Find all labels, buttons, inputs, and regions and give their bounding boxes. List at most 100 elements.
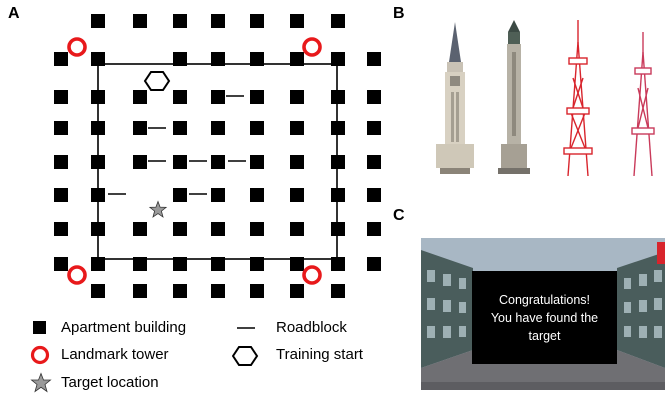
apartment-building [54, 222, 68, 236]
stone-clock-tower-image [436, 22, 474, 174]
congratulations-message: Congratulations! You have found the targ… [472, 271, 617, 364]
apartment-building [290, 284, 304, 298]
apartment-building [133, 284, 147, 298]
apartment-building [290, 257, 304, 271]
apartment-building [211, 52, 225, 66]
apartment-building [54, 52, 68, 66]
apartment-building [331, 257, 345, 271]
roadblock-legend-label: Roadblock [276, 319, 347, 336]
apartment-building [54, 121, 68, 135]
apartment-building [211, 284, 225, 298]
apartment-building [91, 222, 105, 236]
apartment-building [211, 155, 225, 169]
star-icon [30, 372, 52, 393]
apartment-building [290, 52, 304, 66]
apartment-building [367, 121, 381, 135]
apartment-building [54, 90, 68, 104]
pink-lattice-tower-image [631, 32, 655, 177]
apartment-building [250, 188, 264, 202]
apartment-building [211, 14, 225, 28]
apartment-building [367, 188, 381, 202]
apartment-building [54, 257, 68, 271]
apartment-building [250, 52, 264, 66]
landmark-ring-icon [30, 345, 50, 365]
apartment-building [250, 90, 264, 104]
apartment-building [173, 90, 187, 104]
apartment-building [173, 121, 187, 135]
message-line-1: Congratulations! [498, 292, 591, 307]
apartment-building [331, 222, 345, 236]
apartment-building [173, 188, 187, 202]
landmark-tower [302, 265, 322, 285]
apartment-building [250, 257, 264, 271]
apartment-building [133, 222, 147, 236]
apartment-building [250, 222, 264, 236]
message-line-2: You have found the [490, 310, 599, 325]
roadblock-legend-icon [237, 327, 255, 329]
apartment-building [54, 155, 68, 169]
city-map [54, 14, 381, 298]
apartment-building [173, 14, 187, 28]
hexagon-icon [232, 346, 259, 366]
apartment-building [331, 121, 345, 135]
apartment-building [211, 257, 225, 271]
red-lattice-tower-image [563, 20, 593, 177]
apartment-building [173, 222, 187, 236]
apartment-building [91, 188, 105, 202]
apartment-building [133, 90, 147, 104]
apartment-legend-icon [33, 321, 46, 334]
landmark-tower [302, 37, 322, 57]
apartment-building [211, 222, 225, 236]
apartment-building [173, 52, 187, 66]
game-scene: Congratulations! You have found the targ… [421, 238, 665, 390]
apartment-building [367, 222, 381, 236]
apartment-building [91, 284, 105, 298]
apartment-building [173, 257, 187, 271]
apartment-building [290, 188, 304, 202]
landmark-legend-label: Landmark tower [61, 346, 169, 363]
panel-label-b: B [393, 5, 405, 22]
apartment-building [250, 155, 264, 169]
apartment-building [173, 155, 187, 169]
apartment-building [367, 90, 381, 104]
landmark-tower [67, 265, 87, 285]
apartment-building [367, 257, 381, 271]
apartment-building [331, 52, 345, 66]
panel-label-a: A [8, 5, 20, 22]
apartment-building [173, 284, 187, 298]
landmark-tower [67, 37, 87, 57]
apartment-building [367, 52, 381, 66]
apartment-building [331, 284, 345, 298]
apartment-building [331, 14, 345, 28]
apartment-building [331, 188, 345, 202]
apartment-building [91, 52, 105, 66]
apartment-legend-label: Apartment building [61, 319, 187, 336]
apartment-building [290, 222, 304, 236]
apartment-building [250, 284, 264, 298]
apartment-building [91, 121, 105, 135]
slim-stone-tower-image [498, 20, 530, 174]
apartment-building [331, 155, 345, 169]
apartment-building [290, 90, 304, 104]
training-legend-label: Training start [276, 346, 363, 363]
message-line-3: target [528, 328, 561, 343]
apartment-building [250, 14, 264, 28]
apartment-building [133, 257, 147, 271]
apartment-building [367, 155, 381, 169]
apartment-building [133, 155, 147, 169]
apartment-building [91, 155, 105, 169]
apartment-building [133, 14, 147, 28]
apartment-building [54, 188, 68, 202]
apartment-building [250, 121, 264, 135]
apartment-building [211, 188, 225, 202]
training-start-hexagon [143, 71, 171, 91]
apartment-building [211, 90, 225, 104]
apartment-building [290, 155, 304, 169]
apartment-building [290, 121, 304, 135]
apartment-building [133, 121, 147, 135]
landmark-towers-image [436, 20, 655, 177]
apartment-building [91, 257, 105, 271]
apartment-building [91, 90, 105, 104]
target-star [148, 200, 168, 218]
apartment-building [331, 90, 345, 104]
